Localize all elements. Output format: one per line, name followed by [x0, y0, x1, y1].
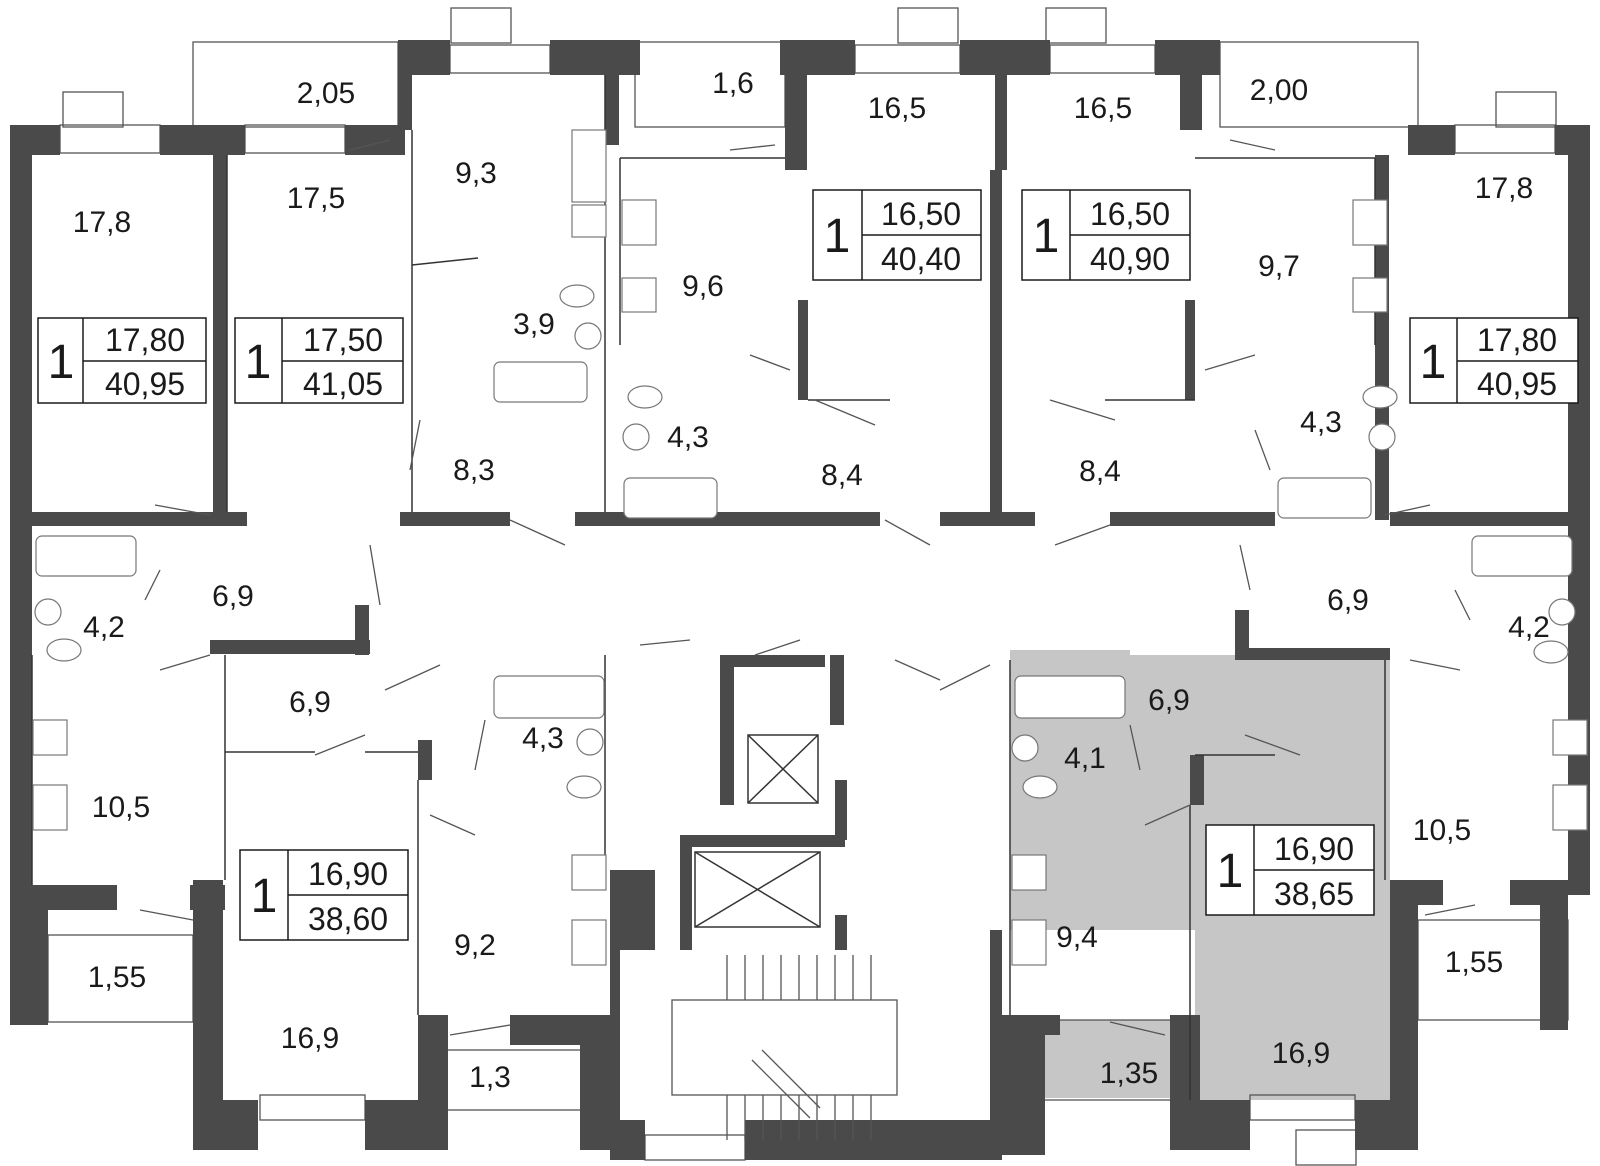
- apt-b-total: 41,05: [303, 366, 383, 402]
- room-area: 16,9: [281, 1022, 339, 1055]
- apt-f-rooms: 1: [251, 870, 278, 923]
- room-area: 1,6: [712, 67, 754, 100]
- apt-e-living: 17,80: [1477, 322, 1557, 358]
- room-area: 4,2: [1508, 611, 1550, 644]
- room-area: 1,3: [469, 1061, 511, 1094]
- room-area: 10,5: [92, 791, 150, 824]
- apt-d-rooms: 1: [1033, 210, 1060, 263]
- apartment-box-a: 1 17,80 40,95: [37, 317, 207, 404]
- apt-f-total: 38,60: [308, 901, 388, 937]
- partitions: [31, 75, 1386, 1100]
- apt-b-living: 17,50: [303, 322, 383, 358]
- room-area: 4,3: [667, 421, 709, 454]
- room-area: 6,9: [1327, 584, 1369, 617]
- room-area: 6,9: [289, 686, 331, 719]
- room-area: 17,8: [1475, 172, 1533, 205]
- apartment-box-f: 1 16,90 38,60: [239, 849, 409, 941]
- apartment-box-d: 1 16,50 40,90: [1021, 189, 1191, 281]
- room-area: 2,05: [297, 77, 355, 110]
- room-area: 17,5: [287, 182, 345, 215]
- apartment-box-g: 1 16,90 38,65: [1205, 824, 1375, 916]
- apt-a-living: 17,80: [105, 322, 185, 358]
- room-area: 1,35: [1100, 1057, 1158, 1090]
- apt-c-living: 16,50: [881, 196, 961, 232]
- apt-g-living: 16,90: [1274, 831, 1354, 867]
- room-area: 4,3: [1300, 406, 1342, 439]
- apt-e-total: 40,95: [1477, 366, 1557, 402]
- bathroom-fixtures: [32, 129, 1588, 966]
- room-area: 9,6: [682, 270, 724, 303]
- apt-f-living: 16,90: [308, 856, 388, 892]
- room-area: 4,3: [522, 722, 564, 755]
- room-area: 3,9: [513, 308, 555, 341]
- room-area: 8,3: [453, 454, 495, 487]
- walls: [10, 40, 1590, 1160]
- room-area: 16,9: [1272, 1037, 1330, 1070]
- apt-e-rooms: 1: [1420, 336, 1447, 389]
- apartment-box-c: 1 16,50 40,40: [812, 189, 982, 281]
- room-area: 2,00: [1250, 74, 1308, 107]
- room-area: 17,8: [73, 206, 131, 239]
- apt-d-total: 40,90: [1090, 241, 1170, 277]
- apt-a-rooms: 1: [48, 336, 75, 389]
- elevators: [694, 734, 821, 928]
- highlighted-apartment-fill: [1010, 650, 1390, 1100]
- room-area: 9,7: [1258, 250, 1300, 283]
- room-area: 4,2: [83, 611, 125, 644]
- apt-g-rooms: 1: [1217, 845, 1244, 898]
- room-area: 1,55: [88, 961, 146, 994]
- room-area: 9,3: [455, 157, 497, 190]
- door-swings: [139, 139, 1476, 1036]
- room-area: 16,5: [868, 92, 926, 125]
- room-area: 1,55: [1445, 946, 1503, 979]
- apt-c-total: 40,40: [881, 241, 961, 277]
- apt-b-rooms: 1: [245, 336, 272, 389]
- room-area: 6,9: [1148, 684, 1190, 717]
- room-area-labels: 2,05 1,6 16,5 16,5 2,00 17,8 17,5 9,3 9,…: [73, 67, 1550, 1094]
- apt-g-total: 38,65: [1274, 876, 1354, 912]
- room-area: 10,5: [1413, 814, 1471, 847]
- apt-d-living: 16,50: [1090, 196, 1170, 232]
- room-area: 4,1: [1064, 742, 1106, 775]
- room-area: 6,9: [212, 580, 254, 613]
- room-area: 9,2: [454, 929, 496, 962]
- room-area: 16,5: [1074, 92, 1132, 125]
- apt-c-rooms: 1: [824, 210, 851, 263]
- room-area: 8,4: [821, 459, 863, 492]
- apartment-box-b: 1 17,50 41,05: [234, 317, 404, 404]
- room-area: 8,4: [1079, 455, 1121, 488]
- apt-a-total: 40,95: [105, 366, 185, 402]
- stairs: [671, 955, 898, 1140]
- room-area: 9,4: [1056, 921, 1098, 954]
- apartment-box-e: 1 17,80 40,95: [1409, 317, 1579, 404]
